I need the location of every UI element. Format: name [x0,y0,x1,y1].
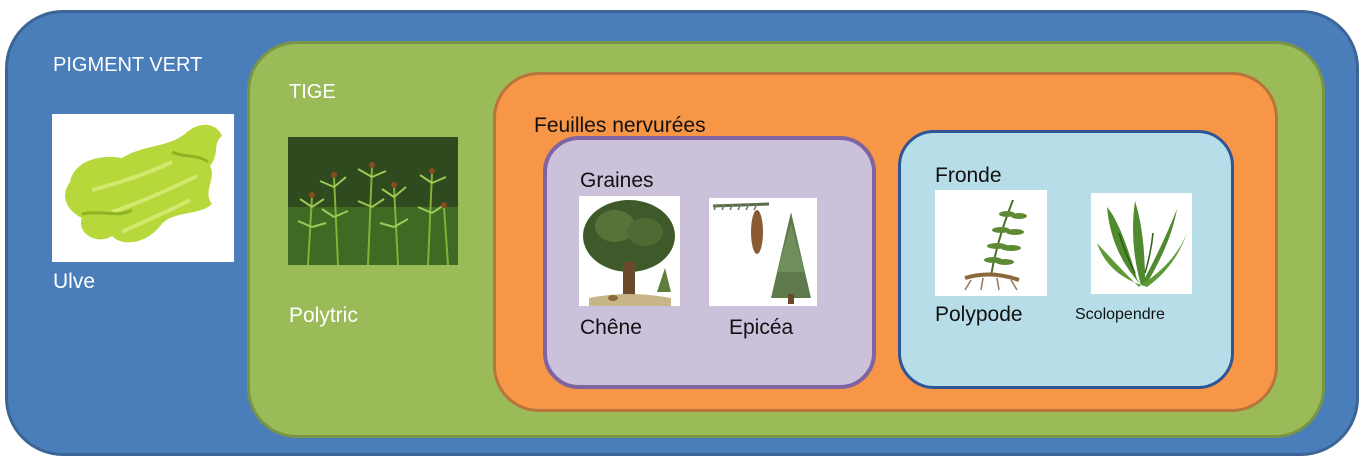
feuilles-nervurees-title: Feuilles nervurées [534,114,706,137]
graines-title: Graines [580,169,654,192]
epicea-label: Epicéa [729,316,794,339]
polytric-image [288,137,458,265]
polypode-label: Polypode [935,303,1023,326]
epicea-image [709,198,817,306]
chene-image [579,196,680,306]
ulve-image [52,114,234,262]
fronde-title: Fronde [935,164,1002,187]
pigment-vert-title: PIGMENT VERT [53,54,203,76]
polypode-image [935,190,1047,296]
chene-label: Chêne [580,316,642,339]
scolopendre-label: Scolopendre [1075,306,1165,323]
polytric-label: Polytric [289,304,358,327]
scolopendre-image [1091,193,1192,294]
ulve-label: Ulve [53,270,96,293]
tige-title: TIGE [289,81,336,103]
